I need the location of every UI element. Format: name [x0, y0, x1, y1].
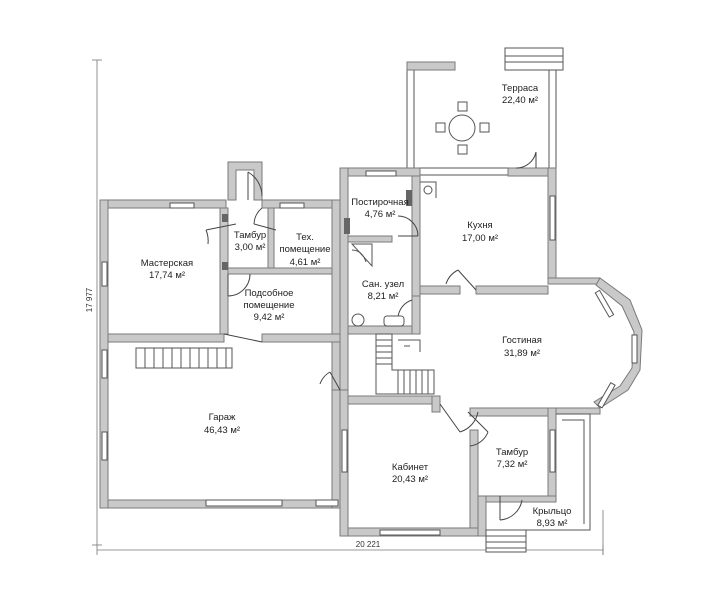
- room-living-area: 31,89 м²: [504, 348, 540, 359]
- stairs-hall: [375, 333, 435, 395]
- room-utility-name1: Подсобное: [245, 288, 294, 299]
- room-tech-name1: Тех.: [296, 232, 314, 243]
- room-vestibule2-name: Тамбур: [496, 447, 528, 458]
- room-bath-name: Сан. узел: [362, 279, 404, 290]
- room-terrace-area: 22,40 м²: [502, 95, 538, 106]
- width-dimension: 20 221: [356, 540, 381, 549]
- room-utility-name2: помещение: [243, 300, 294, 311]
- room-workshop-name: Мастерская: [141, 258, 193, 269]
- room-garage-name: Гараж: [209, 412, 236, 423]
- room-kitchen-name: Кухня: [467, 220, 492, 231]
- room-vestibule1-name: Тамбур: [234, 230, 266, 241]
- room-tech-area: 4,61 м²: [290, 257, 321, 268]
- room-study-area: 20,43 м²: [392, 474, 428, 485]
- room-living-name: Гостиная: [502, 335, 542, 346]
- room-utility-area: 9,42 м²: [254, 312, 285, 323]
- room-workshop-area: 17,74 м²: [149, 270, 185, 281]
- room-study-name: Кабинет: [392, 462, 429, 473]
- room-labels: Терраса 22,40 м² Постирочная 4,76 м² Кух…: [141, 83, 572, 529]
- room-pantry-area: 4,76 м²: [365, 209, 396, 220]
- bathroom-fixtures: [222, 181, 437, 327]
- terrace-table: [435, 101, 490, 155]
- room-porch-name: Крыльцо: [533, 506, 572, 517]
- height-dimension: 17 977: [85, 287, 94, 312]
- room-terrace-name: Терраса: [502, 83, 539, 94]
- room-garage-area: 46,43 м²: [204, 425, 240, 436]
- room-porch-area: 8,93 м²: [537, 518, 568, 529]
- porch-steps: [485, 529, 527, 553]
- stairs-garage: [135, 347, 233, 369]
- windows: [101, 170, 638, 536]
- room-pantry-name: Постирочная: [351, 197, 409, 208]
- room-vestibule2-area: 7,32 м²: [497, 459, 528, 470]
- room-vestibule1-area: 3,00 м²: [235, 242, 266, 253]
- room-bath-area: 8,21 м²: [368, 291, 399, 302]
- room-kitchen-area: 17,00 м²: [462, 233, 498, 244]
- room-tech-name2: помещение: [279, 244, 330, 255]
